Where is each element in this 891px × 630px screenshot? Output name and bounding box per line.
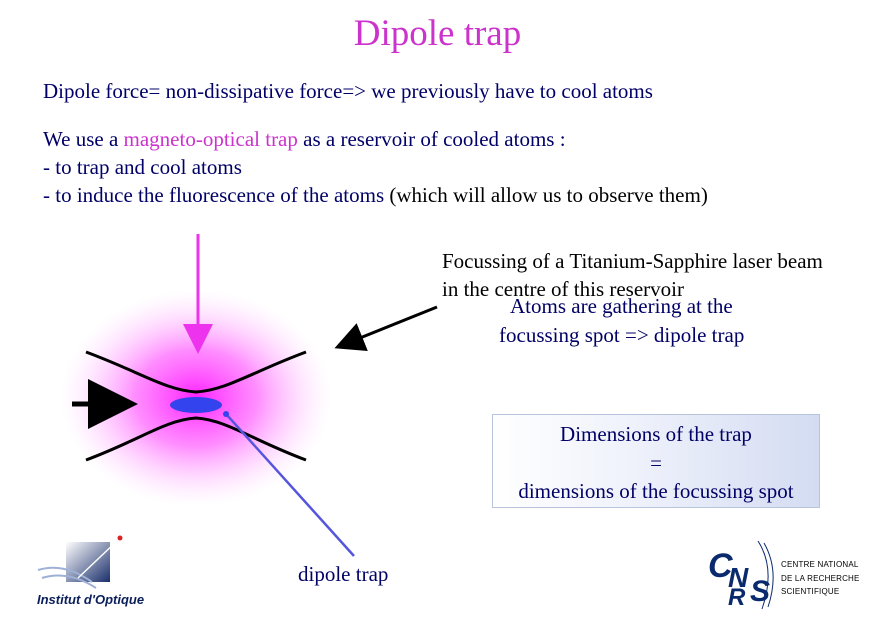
dipole-trap-pointer <box>225 413 355 557</box>
trap-spot <box>170 397 222 413</box>
svg-text:C: C <box>708 547 733 585</box>
beam-upper-edge <box>85 350 307 394</box>
cnrs-text-line3: SCIENTIFIQUE <box>781 587 840 596</box>
dipole-trap-label: dipole trap <box>298 562 389 586</box>
mot-line-pre: We use a <box>43 127 124 151</box>
focus-note-line1: Focussing of a Titanium-Sapphire laser b… <box>442 249 823 273</box>
beam-lower-edge <box>85 416 307 462</box>
institut-optique-logo-icon <box>37 535 123 589</box>
svg-text:R: R <box>728 584 746 611</box>
mot-highlight: magneto-optical trap <box>123 127 298 151</box>
mot-line-post: as a reservoir of cooled atoms : <box>297 127 566 151</box>
bullet-fluorescence-note: (which will allow us to observe them) <box>384 183 708 207</box>
focus-pointer-arrow <box>334 305 438 351</box>
slide-title: Dipole trap <box>353 13 522 54</box>
cnrs-text-line2: DE LA RECHERCHE <box>781 574 860 583</box>
institut-optique-wordmark: Institut d'Optique <box>37 592 145 607</box>
bullet-trap-cool: - to trap and cool atoms <box>43 155 242 179</box>
dimensions-box: Dimensions of the trap = dimensions of t… <box>492 414 820 508</box>
pointer-dot <box>223 411 229 417</box>
dimensions-line3: dimensions of the focussing spot <box>518 479 794 503</box>
focus-note-line2: in the centre of this reservoir <box>442 277 684 301</box>
bullet-fluorescence: - to induce the fluorescence of the atom… <box>43 183 708 208</box>
atoms-note-line2: focussing spot => dipole trap <box>499 323 745 347</box>
svg-text:N: N <box>728 562 749 593</box>
bullet-fluorescence-text: - to induce the fluorescence of the atom… <box>43 183 385 207</box>
dimensions-line1: Dimensions of the trap <box>560 422 752 446</box>
dimensions-equals: = <box>650 450 662 475</box>
mot-line: We use a magneto-optical trap as a reser… <box>43 127 566 152</box>
atoms-note-line1: Atoms are gathering at the <box>510 294 733 318</box>
intro-line: Dipole force= non-dissipative force=> we… <box>43 79 653 103</box>
cnrs-text-line1: CENTRE NATIONAL <box>781 560 859 569</box>
cnrs-logo-icon: C N R S <box>708 540 774 611</box>
